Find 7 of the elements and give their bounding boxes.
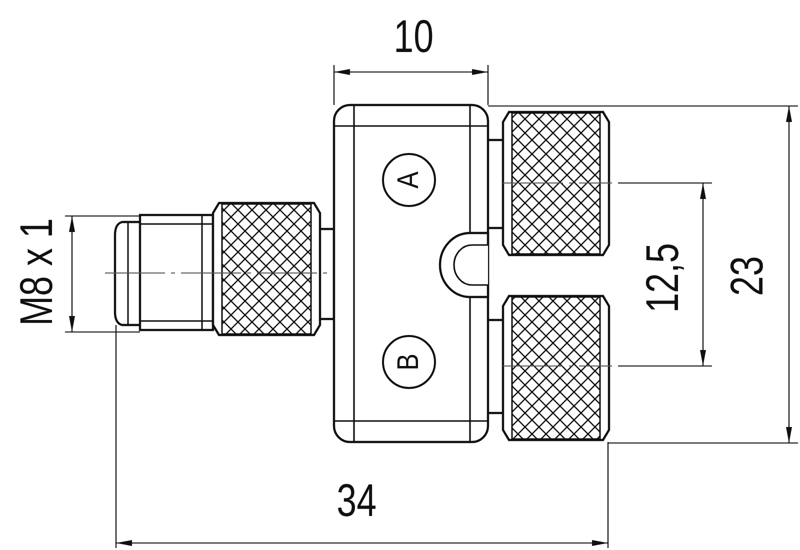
port-letter: A (394, 172, 424, 188)
dimension-value: 23 (723, 256, 770, 296)
dimension-value: 12,5 (638, 243, 685, 313)
dimension-value: 10 (393, 13, 434, 59)
dimension-value: 34 (336, 477, 376, 523)
port-letter: B (394, 354, 424, 370)
dimension-value: M8 x 1 (13, 218, 60, 326)
